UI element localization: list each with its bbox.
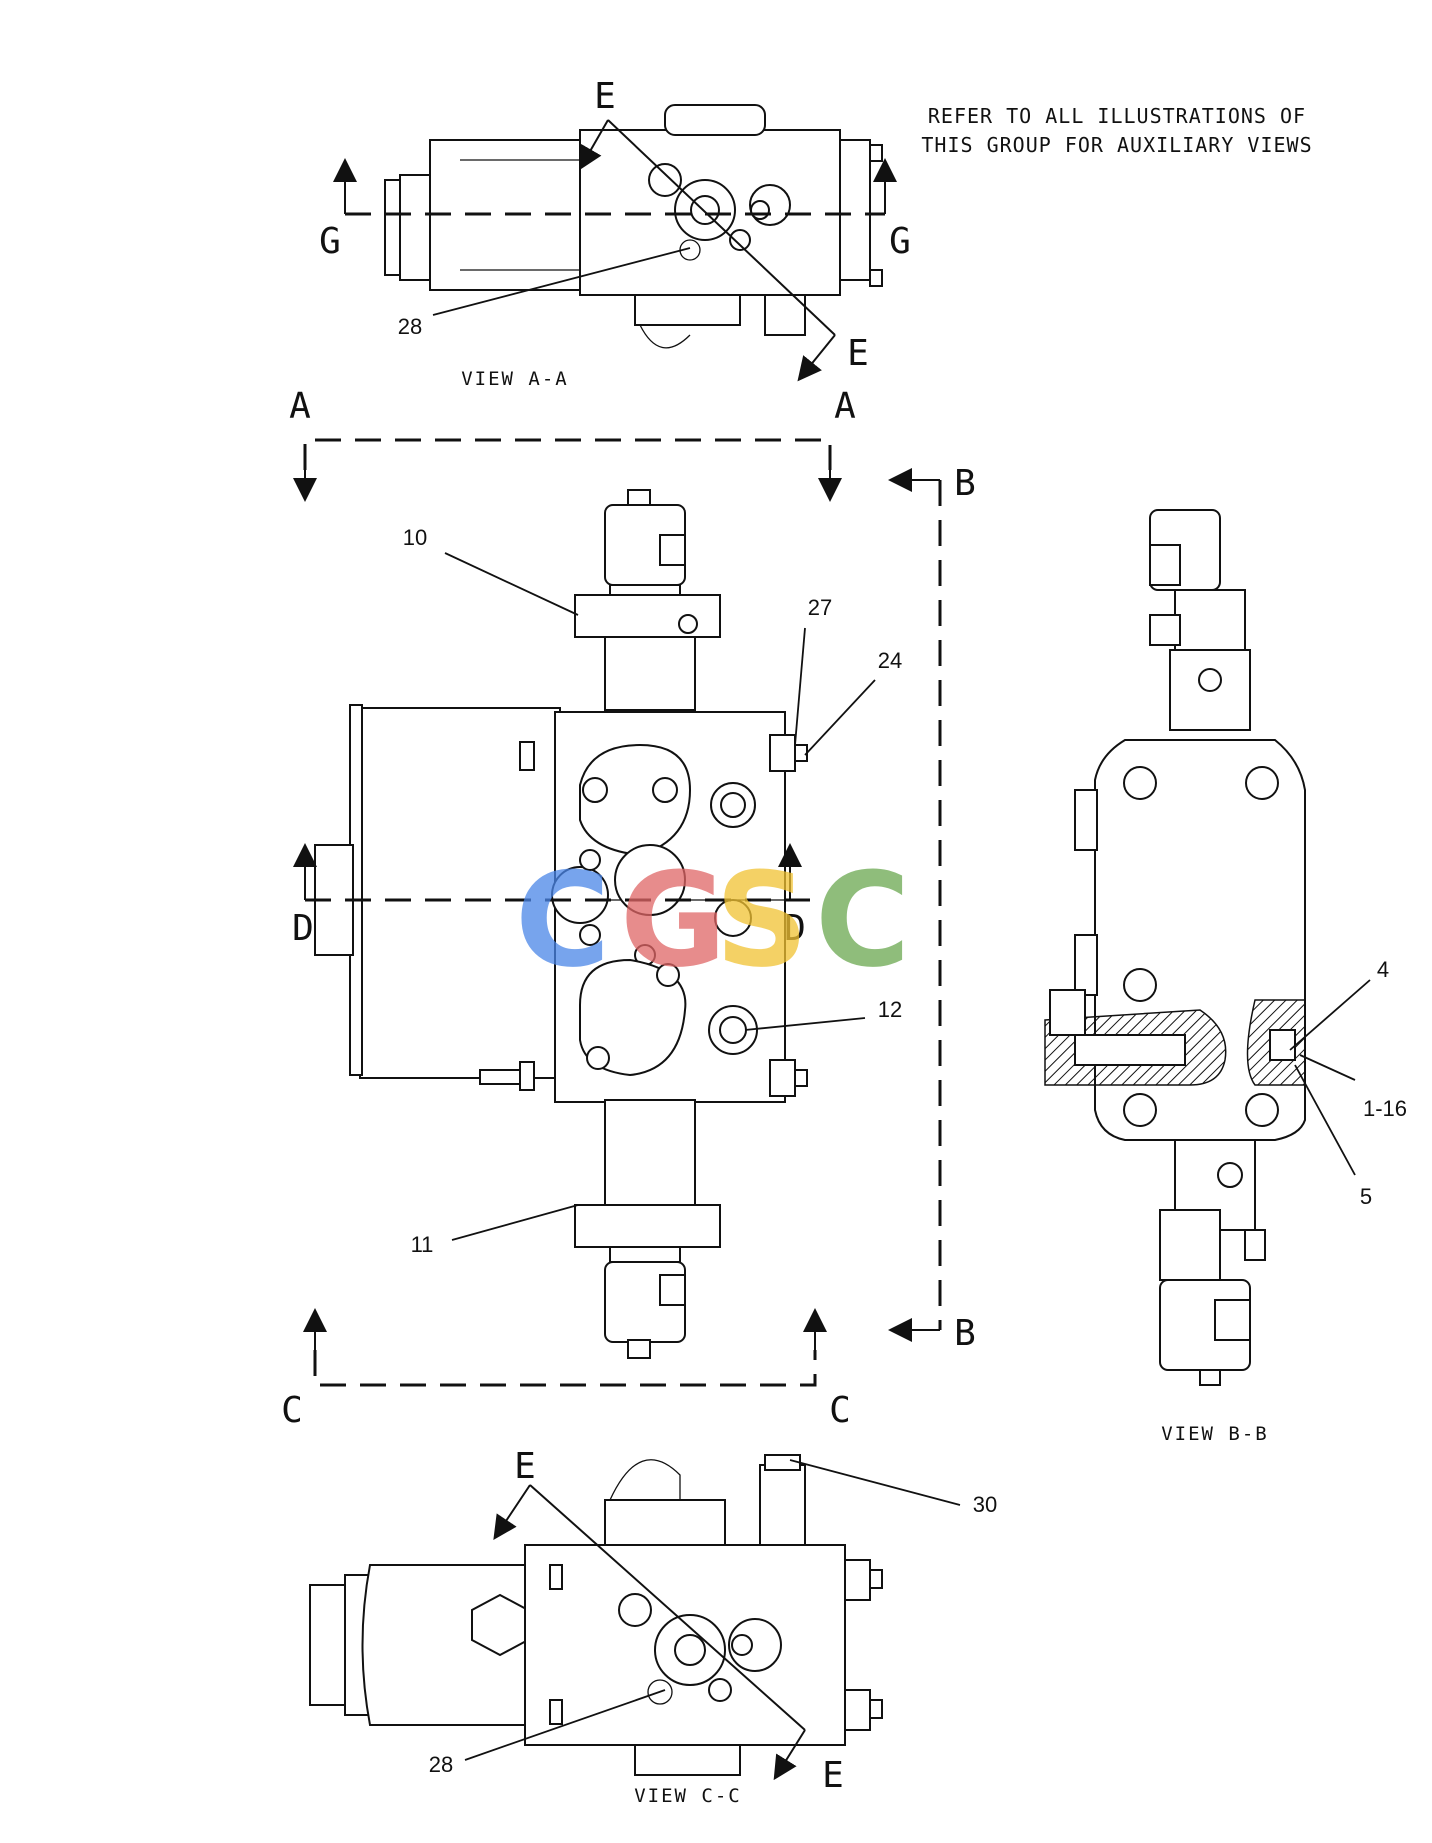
section-letter-a-left: A <box>289 386 311 427</box>
watermark-letter-g: G <box>620 844 727 996</box>
general-note: REFER TO ALL ILLUSTRATIONS OF THIS GROUP… <box>921 104 1312 157</box>
caption-view-a-a: VIEW A-A <box>461 368 569 390</box>
callout-5: 5 <box>1360 1184 1372 1209</box>
section-letter-c-left: C <box>281 1390 303 1431</box>
section-letter-e-right: E <box>847 333 869 374</box>
section-letter-b-bottom: B <box>954 1313 976 1354</box>
watermark-letter-c1: C <box>515 844 610 996</box>
section-letter-e-top: E <box>594 76 616 117</box>
section-letter-g-left: G <box>319 221 341 262</box>
view-a-a: G G E E 28 VIEW A-A <box>319 76 911 390</box>
callout-10: 10 <box>403 525 427 550</box>
caption-view-c-c: VIEW C-C <box>634 1785 742 1807</box>
section-letter-d-left: D <box>292 908 314 949</box>
watermark-letter-c2: C <box>815 844 910 996</box>
section-letter-b-top: B <box>954 463 976 504</box>
callout-24: 24 <box>878 648 902 673</box>
callout-11: 11 <box>411 1232 434 1257</box>
callout-28-top: 28 <box>398 314 422 339</box>
caption-view-b-b: VIEW B-B <box>1161 1423 1269 1445</box>
note-line-2: THIS GROUP FOR AUXILIARY VIEWS <box>921 133 1312 157</box>
callout-28-bottom: 28 <box>429 1752 453 1777</box>
watermark-logo: C G S C <box>515 844 910 996</box>
view-c-c: E E 30 28 VIEW C-C <box>309 1446 997 1807</box>
callout-27: 27 <box>808 595 832 620</box>
callout-1-16: 1-16 <box>1363 1096 1407 1121</box>
section-letter-e-c-bottom: E <box>822 1755 844 1796</box>
section-letter-a-right: A <box>834 386 856 427</box>
section-letter-g-right: G <box>889 221 911 262</box>
callout-12: 12 <box>878 997 902 1022</box>
main-view: A A B B C C <box>281 386 976 1431</box>
callout-4: 4 <box>1377 957 1389 982</box>
section-letter-e-c-top: E <box>514 1446 536 1487</box>
section-letter-c-right: C <box>829 1390 851 1431</box>
note-line-1: REFER TO ALL ILLUSTRATIONS OF <box>928 104 1306 128</box>
watermark-letter-s: S <box>715 844 809 996</box>
callout-30: 30 <box>973 1492 997 1517</box>
view-b-b: 4 1-16 5 VIEW B-B <box>1044 509 1407 1445</box>
section-letter-d-right: D <box>784 908 806 949</box>
